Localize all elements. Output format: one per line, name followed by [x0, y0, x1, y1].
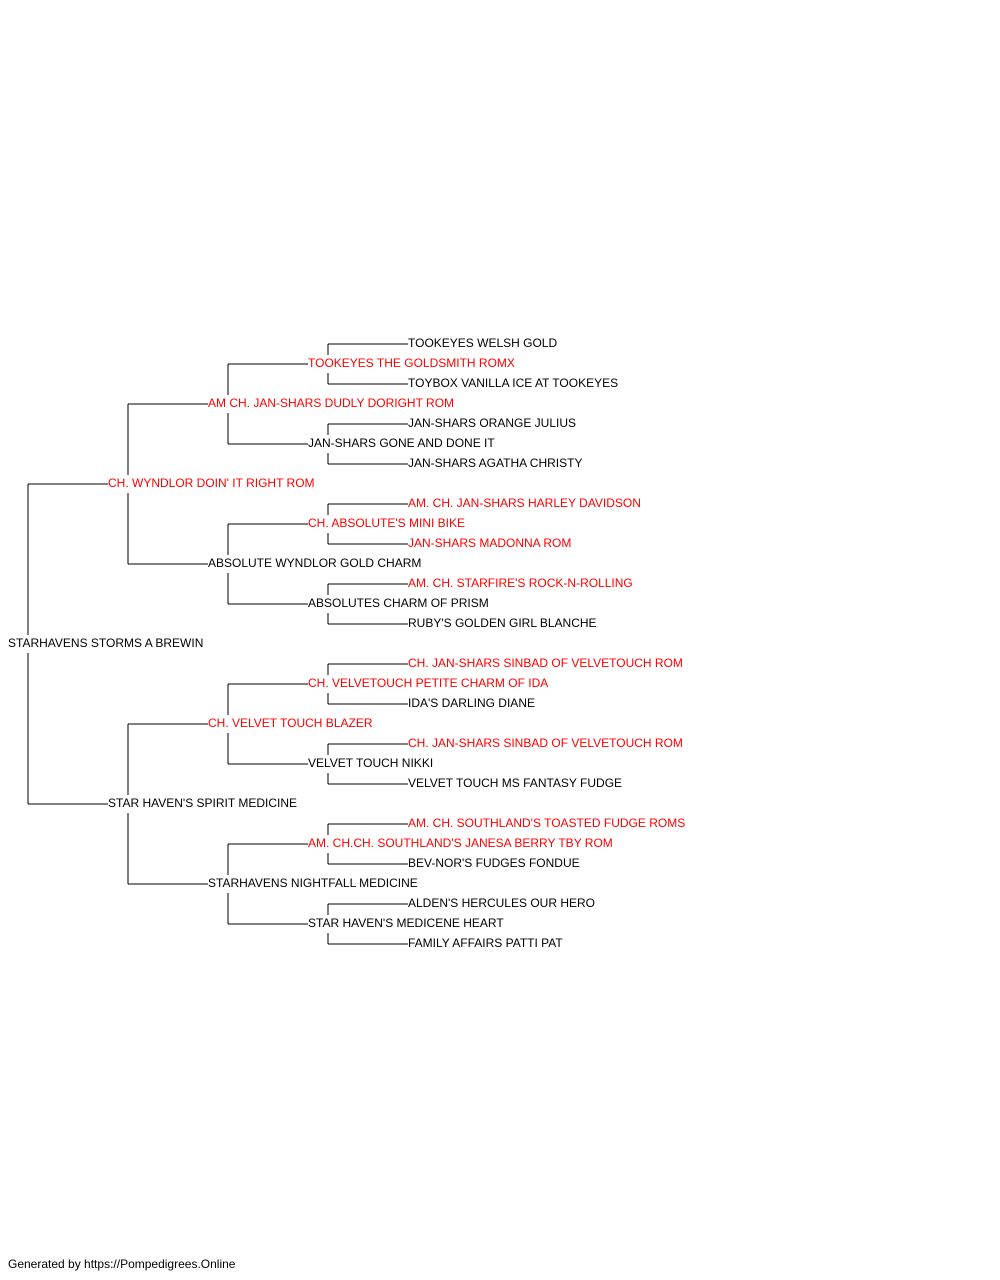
ancestor-name: STARHAVENS NIGHTFALL MEDICINE	[208, 876, 418, 890]
ancestor-name: AM. CH. SOUTHLAND'S TOASTED FUDGE ROMS	[408, 816, 685, 830]
ancestor-name: IDA'S DARLING DIANE	[408, 696, 535, 710]
ancestor-name: AM. CH. JAN-SHARS HARLEY DAVIDSON	[408, 496, 641, 510]
ancestor-name: AM. CH.CH. SOUTHLAND'S JANESA BERRY TBY …	[308, 836, 613, 850]
ancestor-name: VELVET TOUCH MS FANTASY FUDGE	[408, 776, 622, 790]
ancestor-name: FAMILY AFFAIRS PATTI PAT	[408, 936, 563, 950]
subject-dog-name: STARHAVENS STORMS A BREWIN	[8, 636, 203, 650]
ancestor-name: JAN-SHARS MADONNA ROM	[408, 536, 571, 550]
ancestor-name: CH. VELVET TOUCH BLAZER	[208, 716, 373, 730]
ancestor-name: BEV-NOR'S FUDGES FONDUE	[408, 856, 580, 870]
ancestor-name: CH. VELVETOUCH PETITE CHARM OF IDA	[308, 676, 548, 690]
ancestor-name: CH. JAN-SHARS SINBAD OF VELVETOUCH ROM	[408, 736, 683, 750]
ancestor-name: CH. ABSOLUTE'S MINI BIKE	[308, 516, 465, 530]
ancestor-name: ABSOLUTES CHARM OF PRISM	[308, 596, 489, 610]
ancestor-name: JAN-SHARS ORANGE JULIUS	[408, 416, 576, 430]
ancestor-name: AM CH. JAN-SHARS DUDLY DORIGHT ROM	[208, 396, 454, 410]
ancestor-name: CH. WYNDLOR DOIN' IT RIGHT ROM	[108, 476, 315, 490]
ancestor-name: CH. JAN-SHARS SINBAD OF VELVETOUCH ROM	[408, 656, 683, 670]
ancestor-name: AM. CH. STARFIRE'S ROCK-N-ROLLING	[408, 576, 633, 590]
ancestor-name: TOYBOX VANILLA ICE AT TOOKEYES	[408, 376, 618, 390]
ancestor-name: JAN-SHARS AGATHA CHRISTY	[408, 456, 582, 470]
ancestor-name: STAR HAVEN'S MEDICENE HEART	[308, 916, 504, 930]
ancestor-name: ABSOLUTE WYNDLOR GOLD CHARM	[208, 556, 421, 570]
ancestor-name: RUBY'S GOLDEN GIRL BLANCHE	[408, 616, 597, 630]
ancestor-name: VELVET TOUCH NIKKI	[308, 756, 433, 770]
ancestor-name: TOOKEYES THE GOLDSMITH ROMX	[308, 356, 515, 370]
ancestor-name: STAR HAVEN'S SPIRIT MEDICINE	[108, 796, 297, 810]
ancestor-name: JAN-SHARS GONE AND DONE IT	[308, 436, 495, 450]
ancestor-name: TOOKEYES WELSH GOLD	[408, 336, 557, 350]
ancestor-name: ALDEN'S HERCULES OUR HERO	[408, 896, 595, 910]
footer-credit: Generated by https://Pompedigrees.Online	[8, 1257, 236, 1271]
